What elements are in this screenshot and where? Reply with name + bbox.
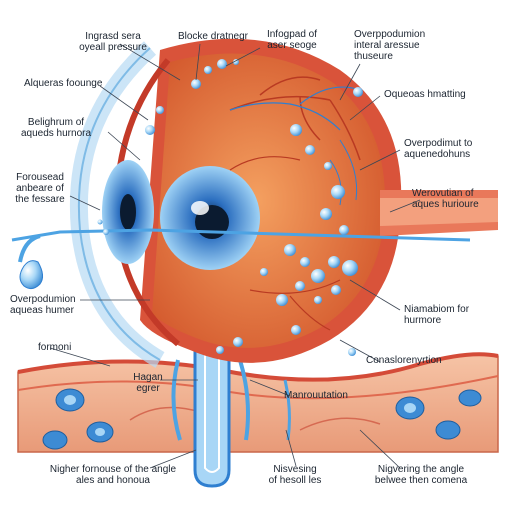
label-alqueras: Alqueras foounge	[24, 78, 103, 89]
tissue-layer-icon	[17, 352, 499, 453]
leader-lines	[49, 43, 421, 469]
label-niamabiom: Niamabiom for hurmore	[404, 304, 470, 326]
label-nisvesing: Nisvesing of hesoll les	[268, 464, 322, 486]
label-belighrum: Belighrum of aqueds hurnora	[20, 117, 92, 139]
label-forousead: Forousead anbeare of the fessare	[15, 172, 65, 205]
label-conaslorenyrtion: Conaslorenyrtion	[366, 355, 442, 366]
label-werovutian: Werovutian of aques hurioure	[412, 188, 479, 210]
label-infogpad: Infogpad of aser seoge	[266, 29, 318, 51]
label-nigher-fornouse: Nigher fornouse of the angle ales and ho…	[49, 464, 177, 486]
iris-front-icon	[102, 160, 260, 270]
label-overpodumion-left: Overpodumion aqueas humer	[10, 294, 76, 316]
label-nigvering: Nigvering the angle belwee then comena	[374, 464, 468, 486]
label-formoni: formoni	[38, 342, 72, 353]
drainage-canal-icon	[171, 340, 291, 488]
fluid-droplets-icon	[97, 59, 363, 356]
label-overpodumion-top: Overppodumion interal aressue thuseure	[354, 29, 426, 62]
label-overpodimut: Overpodimut to aquenedohuns	[404, 138, 473, 160]
label-hagan: Hagan egrer	[133, 372, 163, 394]
label-manrouutation: Manrouutation	[284, 390, 348, 401]
eye-cross-section-icon	[140, 38, 498, 363]
label-ingrased-sera: Ingrasd sera oyeall pressure	[79, 31, 147, 53]
label-oquecas: Oqueoas hmatting	[384, 89, 466, 100]
label-blocke-drainage: Blocke dratnegr	[177, 31, 249, 42]
